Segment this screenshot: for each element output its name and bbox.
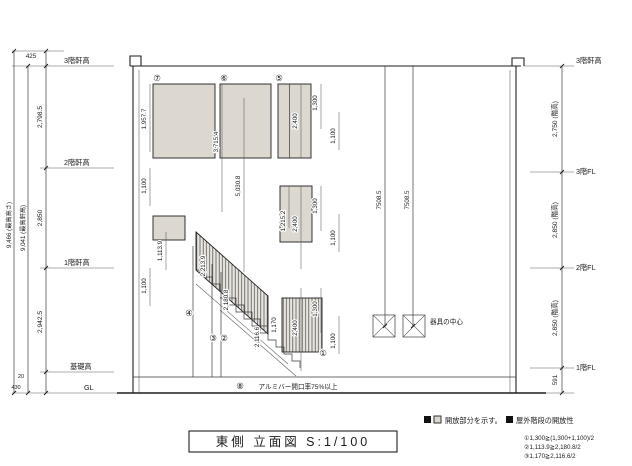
right-parapet (511, 57, 525, 66)
dim-20: 20 (18, 374, 24, 380)
legend-note-3: ③1,170≧2,116.6/2 (524, 453, 576, 460)
dim-425: 425 (26, 53, 37, 60)
open-areas (152, 83, 313, 243)
dim-5030: 5,030.8 (235, 175, 242, 196)
legend: 開放部分を示す。 屋外階段の開放性 ①1,300≧(1,300+1,100)/2… (424, 415, 595, 460)
left-dimension-chains (11, 48, 117, 396)
left-chain-ticks (11, 48, 49, 396)
left-parapet (129, 55, 142, 66)
dim-f3-2400: 2,400 (292, 113, 299, 129)
opening-2f-right (279, 185, 313, 243)
legend-black-square-2 (506, 416, 513, 423)
dim-f1-1300: 1,300 (312, 301, 319, 317)
opening-3f-middle (219, 83, 272, 159)
stair-railing-lower (281, 297, 323, 353)
opening-2f-landing (152, 215, 186, 241)
fixture-center-label: 器具の中心 (430, 317, 463, 326)
dim-stair-2180: 2,180.8 (223, 289, 230, 310)
label-3f-eave-left: 3階軒高 (64, 56, 90, 65)
label-foundation: 基礎高 (70, 362, 92, 371)
label-gl: GL (84, 383, 94, 392)
marker-5: ⑤ (275, 73, 283, 83)
stair-stringers (195, 283, 297, 377)
fixture-box-diagonals (372, 314, 426, 338)
dim-f2-1100: 1,100 (330, 230, 337, 246)
aluminum-bar-note: アルミバー開口率75%以上 (258, 382, 337, 391)
opening-3f-right (277, 83, 312, 159)
opening-3f-left (152, 83, 216, 159)
right-dimension-chain (524, 63, 574, 396)
left-chain-lines (13, 51, 47, 393)
legend-shade-square (433, 415, 442, 424)
dim-430: 430 (11, 385, 20, 391)
marker-6: ⑥ (220, 73, 228, 83)
stair-posts (192, 246, 222, 377)
marker-4: ④ (185, 308, 193, 318)
dim-2f-left: 2,850 (37, 209, 44, 226)
marker-7: ⑦ (153, 73, 161, 83)
drawing-title: 東側 立面図 S:1/100 (216, 434, 371, 449)
label-1f-eave-left: 1階軒高 (64, 258, 90, 267)
dim-1100-lower: 1,100 (141, 278, 148, 294)
fixture-center-lines (384, 66, 414, 326)
label-2fl: 2階FL (576, 263, 596, 272)
fixture-center-ticks (382, 323, 416, 329)
fixture-box-left (372, 314, 396, 338)
dim-f2-1300: 1,300 (312, 198, 319, 214)
dim-3715: 3,715.4 (213, 131, 220, 152)
dim-1100-upper: 1,100 (141, 178, 148, 194)
interior-dim-lines (149, 84, 340, 371)
legend-note-2: ②1,113.9≧2,180.8/2 (524, 444, 581, 451)
dim-591: 591 (552, 374, 559, 385)
dim-7508-a: 7508.5 (376, 190, 383, 209)
dim-1215: 1,215.2 (280, 210, 287, 231)
dim-1f-left: 2,942.5 (37, 311, 44, 333)
dim-3f-left: 2,798.5 (37, 106, 44, 128)
dim-f1-1100: 1,100 (330, 333, 337, 349)
dim-total-height: 9,466 (最高高さ) (5, 202, 13, 248)
label-3fl: 3階FL (576, 167, 596, 176)
dim-1f-right: 2,850 (階高) (550, 300, 559, 336)
left-level-lines (12, 50, 117, 394)
legend-note-1: ①1,300≧(1,300+1,100)/2 (524, 435, 595, 442)
building-outline (117, 55, 546, 394)
label-2f-eave-left: 2階軒高 (64, 158, 90, 167)
label-3f-eave-right: 3階軒高 (576, 56, 602, 65)
dim-f3-1100: 1,100 (330, 128, 337, 144)
right-chain-ticks (559, 63, 565, 396)
inner-wall-lines (138, 70, 511, 393)
marker-8: ⑧ (236, 381, 244, 391)
dim-stair-1170: 1,170 (271, 317, 278, 333)
dim-f3-1300: 1,300 (312, 95, 319, 111)
legend-open-part: 開放部分を示す。 (445, 416, 502, 425)
marker-3: ③ (209, 333, 217, 343)
right-level-lines (524, 65, 574, 394)
legend-black-square-1 (424, 416, 431, 423)
dim-1113: 1,113.9 (157, 240, 164, 261)
dim-3f-right: 2,750 (階高) (550, 101, 559, 137)
legend-outdoor-stair: 屋外階段の開放性 (516, 416, 574, 425)
wall-fixtures (372, 66, 426, 338)
dim-f1-2400: 2,400 (292, 320, 299, 336)
dim-2f-right: 2,850 (階高) (550, 202, 559, 238)
dim-1957: 1,957.7 (141, 108, 148, 129)
fixture-box-right (402, 314, 426, 338)
outdoor-stair (192, 230, 323, 377)
dim-stair-2116: 2,116.6 (254, 326, 261, 347)
dim-stair-2213: 2,213.9 (200, 255, 207, 276)
exterior-walls (132, 66, 517, 393)
dim-eave-height: 9,041 (最高軒高) (19, 205, 27, 251)
marker-1: ① (319, 348, 327, 358)
title-box (188, 430, 398, 453)
label-1fl: 1階FL (576, 363, 596, 372)
stair-steps-lower (220, 297, 301, 368)
dim-7508-b: 7508.5 (404, 190, 411, 209)
dim-f2-2400: 2,400 (292, 216, 299, 232)
marker-2: ② (220, 333, 228, 343)
title-block: 東側 立面図 S:1/100 (188, 430, 398, 453)
